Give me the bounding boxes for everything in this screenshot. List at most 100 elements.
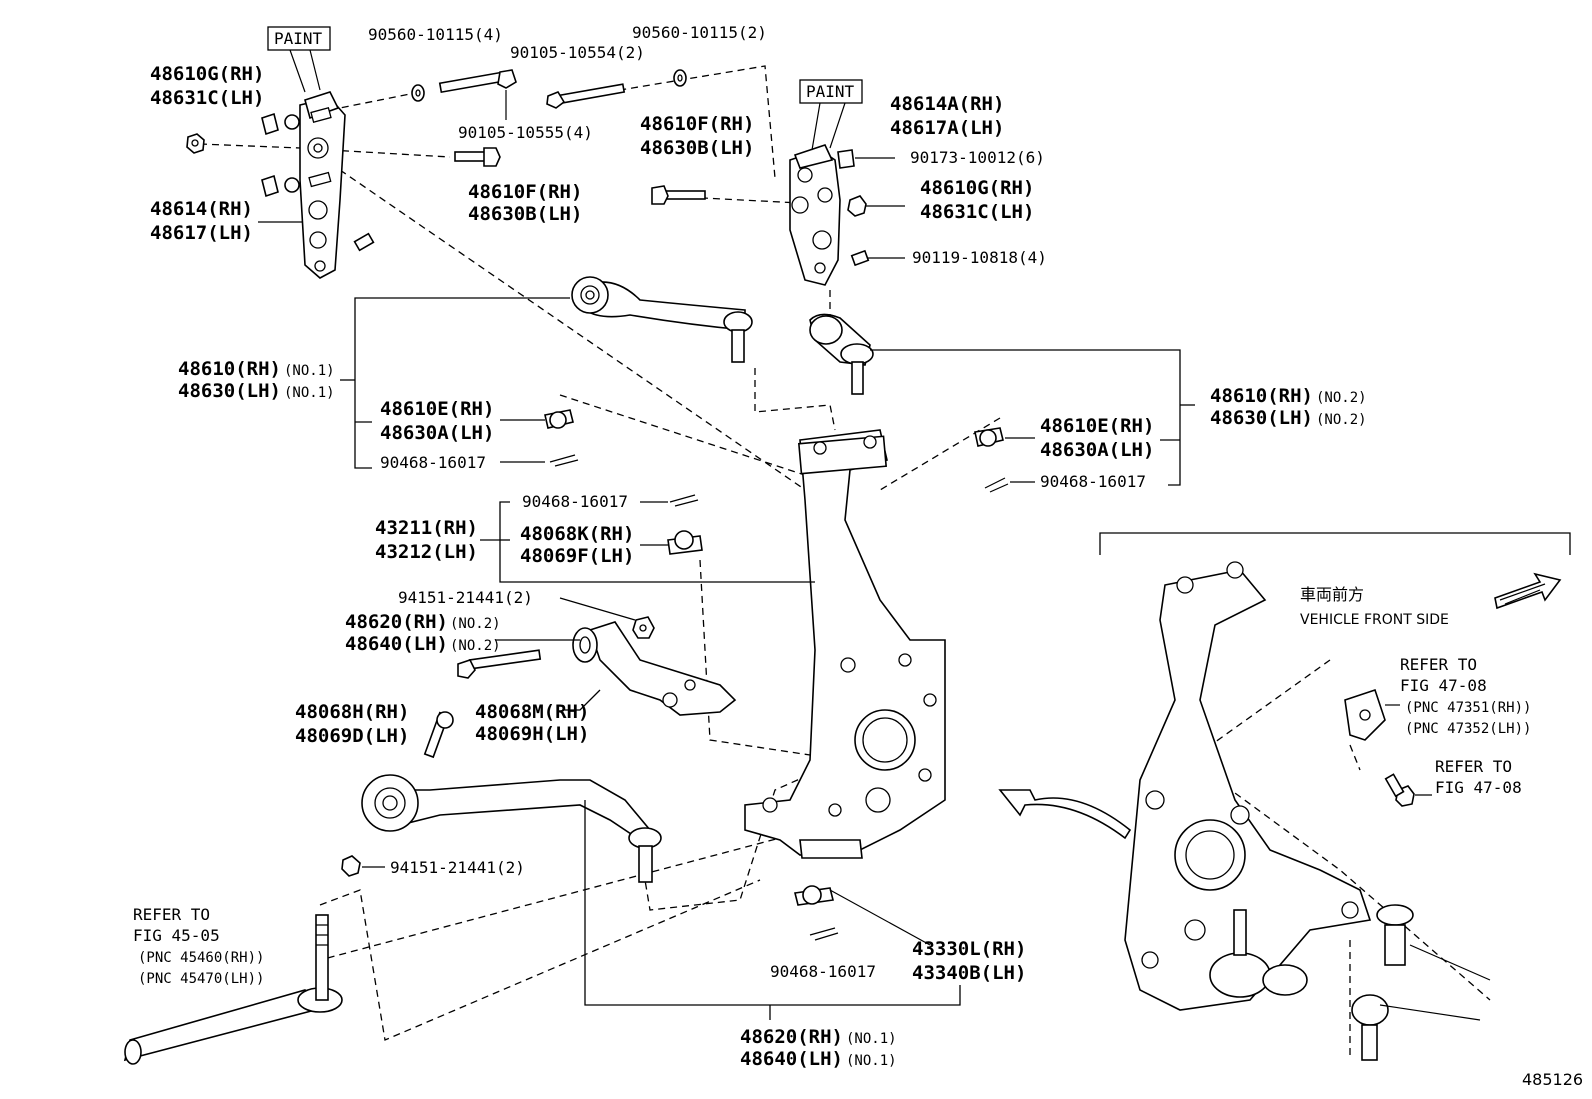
label-no2-a: (NO.2) — [1316, 390, 1367, 406]
label-90105-4: 90105-10555(4) — [458, 123, 593, 142]
label-48610-rh-1: 48610(RH) — [178, 358, 281, 380]
steering-knuckle-43211 — [744, 429, 946, 859]
label-vehicle-front-jp: 車両前方 — [1300, 585, 1364, 604]
nut-48610G-b — [847, 195, 905, 217]
lower-arm-no1 — [361, 774, 662, 883]
leader-brackets — [340, 297, 1571, 1020]
label-48631C-lh-a: 48631C(LH) — [150, 87, 264, 109]
label-90560-4: 90560-10115(4) — [368, 25, 503, 44]
label-48630B-lh-b: 48630B(LH) — [640, 137, 754, 159]
label-90468-c: 90468-16017 — [522, 492, 628, 511]
label-48617-lh: 48617(LH) — [150, 222, 253, 244]
label-43340B-lh: 43340B(LH) — [912, 962, 1026, 984]
label-94151-a: 94151-21441(2) — [398, 588, 533, 607]
label-fig-45-05: FIG 45-05 — [133, 926, 220, 945]
cotter-pin-90468-d — [809, 927, 839, 941]
castle-nut-48068K — [640, 530, 703, 555]
label-94151-b: 94151-21441(2) — [390, 858, 525, 877]
label-48610F-rh-b: 48610F(RH) — [640, 113, 754, 135]
label-no1-c: (NO.1) — [846, 1031, 897, 1047]
label-no1-d: (NO.1) — [846, 1053, 897, 1069]
label-48640-lh-2: 48640(LH) — [345, 633, 448, 655]
label-48630A-lh-a: 48630A(LH) — [380, 422, 494, 444]
label-90173: 90173-10012(6) — [910, 148, 1045, 167]
label-pnc-47352: (PNC 47352(LH)) — [1405, 721, 1531, 737]
bracket-48614A — [789, 144, 841, 286]
label-48614-rh: 48614(RH) — [150, 198, 253, 220]
label-48610-rh-2: 48610(RH) — [1210, 385, 1313, 407]
inset-knuckle-assembly — [1124, 561, 1491, 1061]
lower-arm-no2 — [572, 621, 737, 716]
label-fig-47-08-a: FIG 47-08 — [1400, 676, 1487, 695]
label-48630-lh-2: 48630(LH) — [1210, 407, 1313, 429]
nut-94151-a — [559, 597, 655, 639]
label-no1-b: (NO.1) — [284, 385, 335, 401]
label-pnc-45470: (PNC 45470(LH)) — [138, 971, 264, 987]
label-no2-b: (NO.2) — [1316, 412, 1367, 428]
label-48068M-rh: 48068M(RH) — [475, 701, 589, 723]
bolt-90105-10555 — [438, 69, 517, 120]
label-43211-rh: 43211(RH) — [375, 517, 478, 539]
label-48068H-rh: 48068H(RH) — [295, 701, 409, 723]
washer-90560-4 — [411, 84, 425, 102]
vehicle-front-arrow — [1494, 572, 1562, 610]
tie-rod-end — [123, 914, 343, 1065]
bolt-48068M — [457, 649, 542, 679]
paint-tag-2: PAINT — [799, 79, 863, 151]
label-no2-d: (NO.2) — [450, 638, 501, 654]
nut-48610G-a — [186, 133, 205, 154]
label-48610E-rh-a: 48610E(RH) — [380, 398, 494, 420]
label-48610F-rh-a: 48610F(RH) — [468, 181, 582, 203]
label-pnc-47351: (PNC 47351(RH)) — [1405, 700, 1531, 716]
label-48630B-lh-a: 48630B(LH) — [468, 203, 582, 225]
inset-bolt-47-08 — [1384, 773, 1415, 807]
label-48620-rh-2: 48620(RH) — [345, 611, 448, 633]
label-48610G-rh-b: 48610G(RH) — [920, 177, 1034, 199]
paint-label-1: PAINT — [274, 29, 323, 48]
part-labels: 48610G(RH) 48631C(LH) 90560-10115(4) 901… — [133, 23, 1583, 1089]
bracket-48614 — [261, 91, 346, 279]
label-no1-a: (NO.1) — [284, 363, 335, 379]
dashed-assembly-lines — [199, 65, 1491, 1060]
cotter-pin-90468-b — [984, 477, 1035, 493]
washer-90560-2 — [673, 69, 687, 87]
label-90119: 90119-10818(4) — [912, 248, 1047, 267]
label-48069H-lh: 48069H(LH) — [475, 723, 589, 745]
label-refer-to-b: REFER TO — [1400, 655, 1477, 674]
bolt-48068H — [423, 711, 454, 759]
label-no2-c: (NO.2) — [450, 616, 501, 632]
label-48614A-rh: 48614A(RH) — [890, 93, 1004, 115]
label-48069D-lh: 48069D(LH) — [295, 725, 409, 747]
diagram-id: 485126 — [1522, 1070, 1583, 1089]
label-90560-2: 90560-10115(2) — [632, 23, 767, 42]
label-48617A-lh: 48617A(LH) — [890, 117, 1004, 139]
label-refer-to-a: REFER TO — [133, 905, 210, 924]
upper-arm-no2 — [809, 313, 874, 395]
bolt-lower-left — [353, 232, 375, 252]
castle-nut-48610E-b — [974, 427, 1035, 447]
label-90468-a: 90468-16017 — [380, 453, 486, 472]
paint-label-2: PAINT — [806, 82, 855, 101]
label-48610E-rh-b: 48610E(RH) — [1040, 415, 1154, 437]
label-fig-47-08-b: FIG 47-08 — [1435, 778, 1522, 797]
cotter-pin-90468-c — [640, 494, 699, 507]
nut-94151-b — [341, 855, 385, 877]
label-48069F-lh: 48069F(LH) — [520, 545, 634, 567]
castle-nut-48610E-a — [500, 409, 574, 429]
upper-arm-no1 — [571, 276, 753, 363]
label-pnc-45460: (PNC 45460(RH)) — [138, 950, 264, 966]
bolt-48610F-b — [651, 185, 706, 205]
cotter-pin-90468-a — [500, 454, 579, 467]
label-90468-b: 90468-16017 — [1040, 472, 1146, 491]
assembly-direction-arrow — [998, 789, 1132, 840]
inset-clip-47351 — [1344, 688, 1386, 741]
castle-nut-43330L — [794, 885, 931, 946]
label-48640-lh-1: 48640(LH) — [740, 1048, 843, 1070]
bolt-48610F-a — [454, 147, 501, 167]
label-48068K-rh: 48068K(RH) — [520, 523, 634, 545]
label-48631C-lh-b: 48631C(LH) — [920, 201, 1034, 223]
label-90105-2: 90105-10554(2) — [510, 43, 645, 62]
paint-tag-1: PAINT — [267, 26, 331, 93]
label-48630-lh-1: 48630(LH) — [178, 380, 281, 402]
